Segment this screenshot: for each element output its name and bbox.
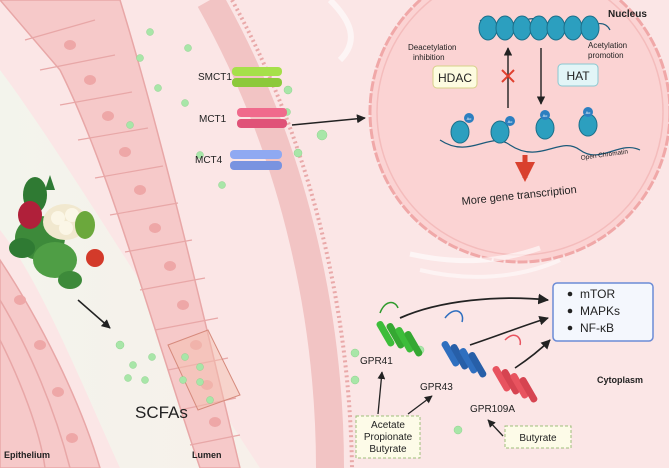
pathway-mtor: mTOR — [580, 287, 615, 301]
butyrate-box — [504, 425, 572, 449]
epithelium-label: Epithelium — [4, 450, 50, 460]
butyrate-to-gpr109a-arrow — [487, 419, 504, 437]
epithelium-band-lower — [0, 258, 101, 468]
digestion-arrow — [77, 299, 111, 329]
receptor-gpr41 — [376, 301, 423, 357]
acetyl-marks: Ac Ac Ac Ac — [464, 107, 593, 126]
scfa-ligand-box — [355, 415, 421, 459]
hdac-label: HDAC — [438, 71, 472, 85]
mct4-label: MCT4 — [195, 155, 223, 166]
acetylation-promotion-label: promotion — [588, 51, 624, 60]
vegetables-illustration — [9, 175, 104, 289]
pathway-mapks: MAPKs — [580, 304, 620, 318]
transporter-mct4 — [230, 150, 282, 170]
acetylation-label: Acetylation — [588, 41, 627, 50]
signaling-pathways-box — [552, 282, 654, 342]
deacetylation-label: Deacetylation — [408, 43, 456, 52]
ligand-to-gpr43-arrow — [407, 395, 433, 415]
scfa-uptake-region — [167, 329, 241, 411]
butyrate-label: Butyrate — [519, 433, 557, 444]
gpr43-signal-arrow — [469, 315, 549, 346]
scfas-label: SCFAs — [135, 403, 188, 422]
cell-membrane-outer — [197, 0, 344, 468]
hdac-box — [432, 65, 478, 89]
smct1-label: SMCT1 — [198, 72, 232, 83]
svg-text:Ac: Ac — [543, 113, 548, 118]
receptor-gpr43 — [441, 310, 487, 378]
ligand-to-gpr41-arrow — [377, 371, 386, 415]
ligand-acetate: Acetate — [371, 420, 405, 431]
gpr41-signal-arrow — [399, 293, 550, 319]
lumen-label: Lumen — [192, 450, 222, 460]
nucleus-label: Nucleus — [608, 9, 647, 20]
inhibition-x-icon — [501, 69, 515, 83]
ligand-butyrate: Butyrate — [369, 444, 407, 455]
ligand-propionate: Propionate — [364, 432, 413, 443]
transporter-smct1 — [232, 67, 282, 87]
hat-box — [557, 63, 599, 87]
mct1-label: MCT1 — [199, 114, 227, 125]
gpr41-label: GPR41 — [360, 356, 393, 367]
gpr43-label: GPR43 — [420, 382, 453, 393]
svg-text:Ac: Ac — [586, 110, 591, 115]
pathway-nfkb: NF-κB — [580, 321, 614, 335]
svg-text:Ac: Ac — [467, 116, 472, 121]
gpr109a-signal-arrow — [514, 339, 551, 369]
scfa-molecules — [115, 28, 463, 435]
gpr109a-label: GPR109A — [470, 404, 515, 415]
transport-arrow — [291, 114, 366, 126]
receptor-gpr109a — [492, 334, 538, 403]
open-chromatin — [439, 113, 641, 156]
cytoplasm-label: Cytoplasm — [597, 375, 643, 385]
closed-chromatin — [478, 15, 611, 41]
transporter-mct1 — [237, 108, 287, 128]
epithelium-nuclei — [14, 40, 221, 443]
deacetylation-inhibition-label: inhibition — [413, 53, 445, 62]
hat-label: HAT — [566, 69, 590, 83]
svg-text:Ac: Ac — [508, 119, 513, 124]
